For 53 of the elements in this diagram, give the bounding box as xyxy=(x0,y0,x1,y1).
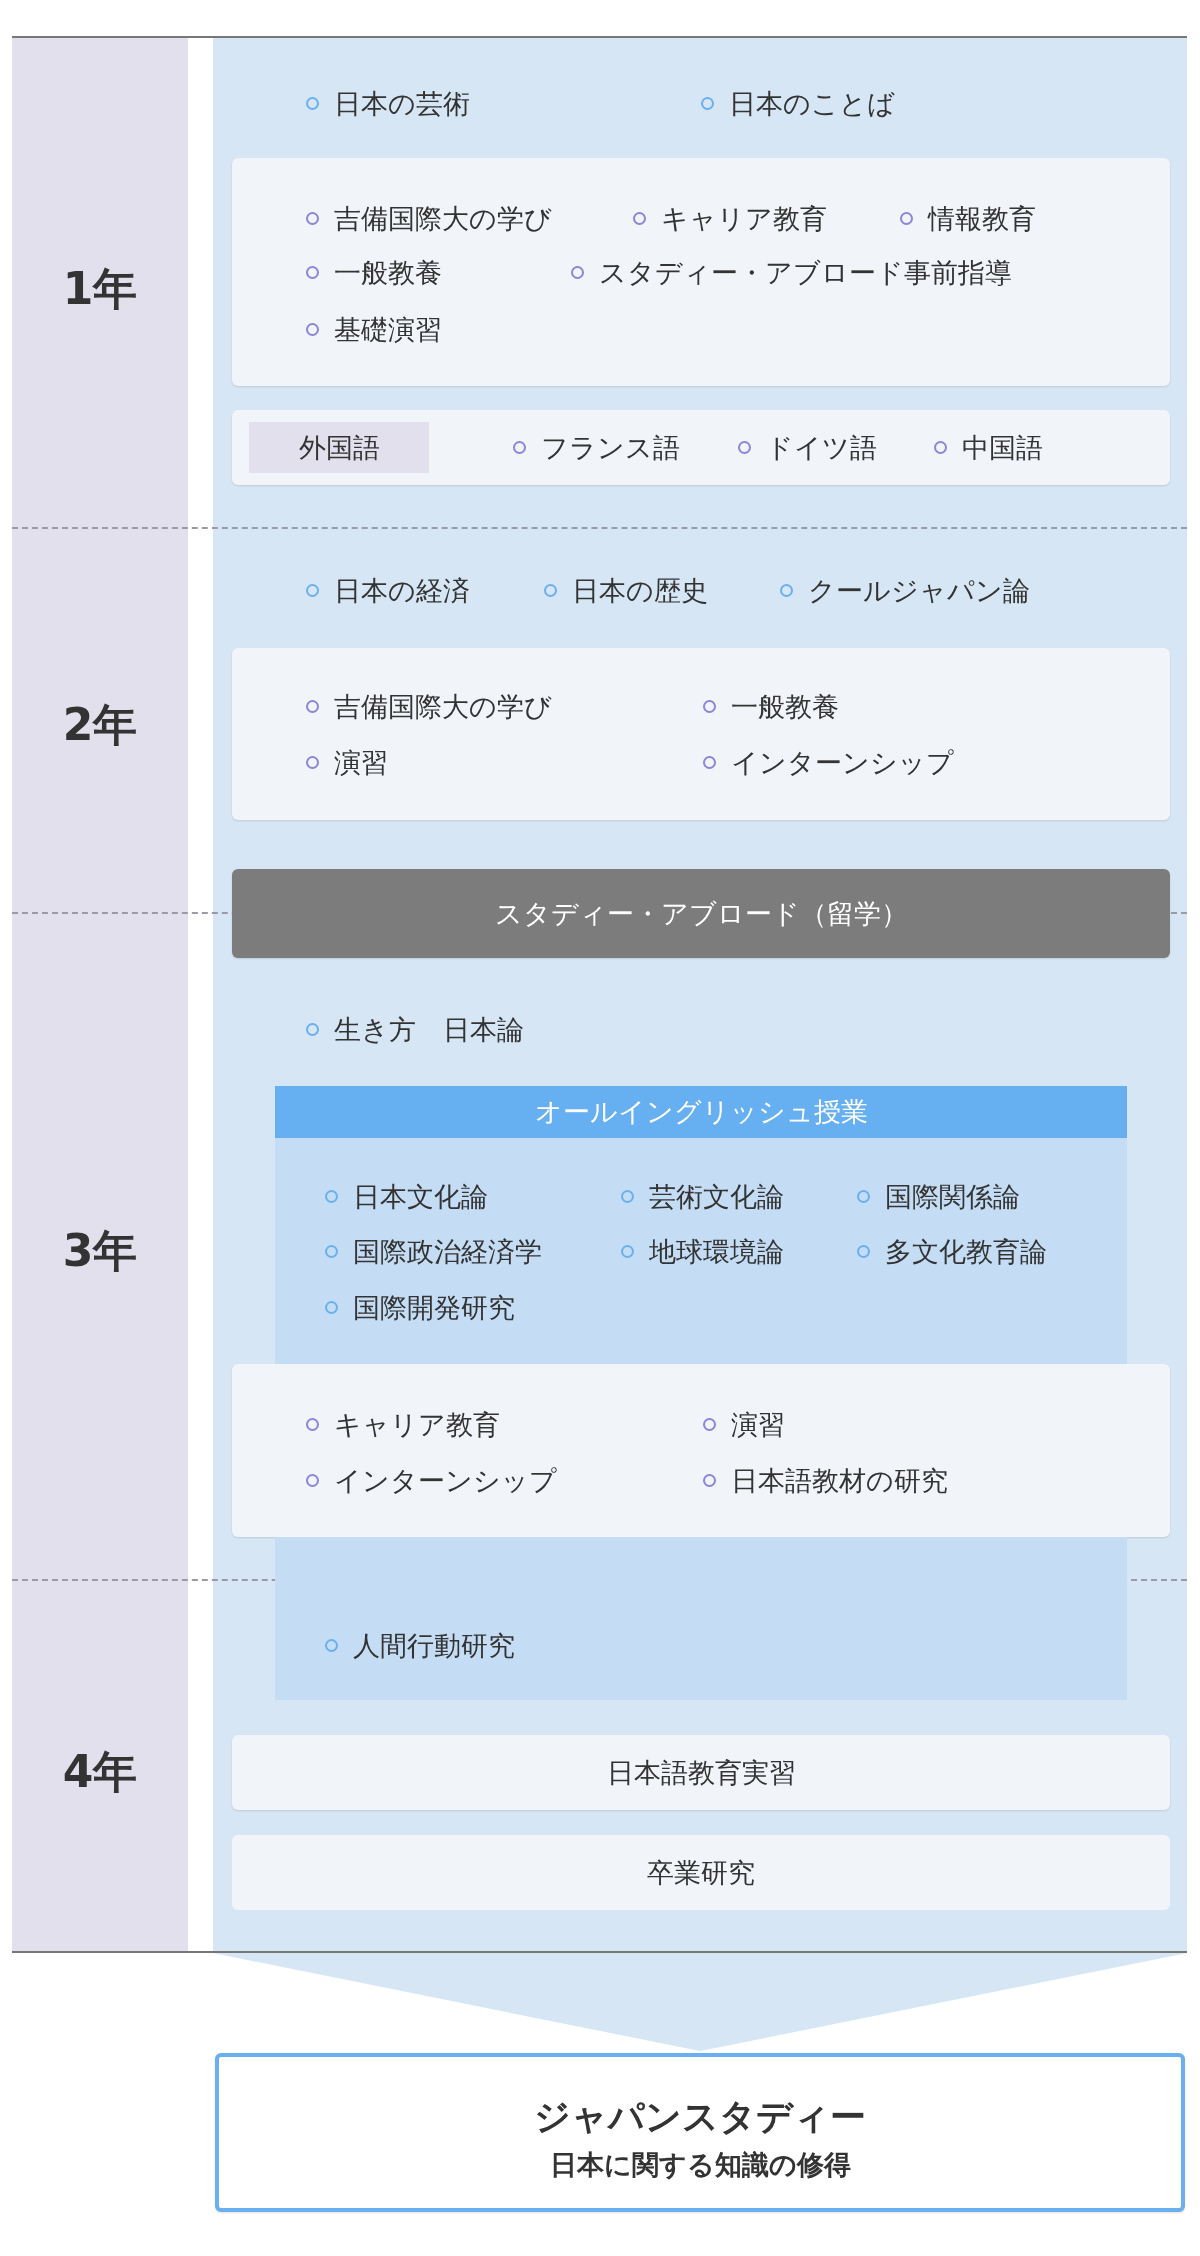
course-name: 演習 xyxy=(703,1407,785,1443)
course-name: 日本文化論 xyxy=(325,1179,488,1215)
course-name: キャリア教育 xyxy=(306,1407,500,1443)
course-card xyxy=(232,648,1170,820)
course-name: 日本の経済 xyxy=(306,573,470,609)
course-name: 吉備国際大の学び xyxy=(306,201,552,237)
course-name: 生き方 日本論 xyxy=(306,1012,524,1048)
course-name: 中国語 xyxy=(934,430,1043,466)
course-name: スタディー・アブロード事前指導 xyxy=(571,255,1012,291)
course-card xyxy=(232,1735,1170,1810)
course-card xyxy=(232,158,1170,386)
course-name: 一般教養 xyxy=(703,689,839,725)
result-title: ジャパンスタディー xyxy=(533,2094,867,2139)
course-name: 演習 xyxy=(306,745,388,781)
course-name: フランス語 xyxy=(513,430,680,466)
course-name: キャリア教育 xyxy=(633,201,827,237)
year-label: 3年 xyxy=(61,1224,139,1278)
course-name: 日本語教育実習 xyxy=(605,1756,797,1790)
english-course-panel xyxy=(275,1537,1127,1700)
course-name: 情報教育 xyxy=(900,201,1036,237)
course-name: 国際政治経済学 xyxy=(325,1234,542,1270)
result-subtitle: 日本に関する知識の修得 xyxy=(548,2148,852,2182)
section-header: オールイングリッシュ授業 xyxy=(275,1086,1127,1138)
course-name: 芸術文化論 xyxy=(621,1179,784,1215)
year-label: 1年 xyxy=(61,262,139,316)
course-name: 吉備国際大の学び xyxy=(306,689,552,725)
year-label: 4年 xyxy=(61,1745,139,1799)
result-box xyxy=(215,2053,1185,2212)
course-name: 基礎演習 xyxy=(306,312,442,348)
course-name: 日本の芸術 xyxy=(306,86,470,122)
course-name: 地球環境論 xyxy=(621,1234,784,1270)
year-label: 2年 xyxy=(61,698,139,752)
course-name: 日本の歴史 xyxy=(544,573,708,609)
course-name: 多文化教育論 xyxy=(857,1234,1047,1270)
english-course-panel xyxy=(275,1086,1127,1364)
course-name: スタディー・アブロード（留学） xyxy=(493,897,909,931)
course-name: インターンシップ xyxy=(703,745,954,781)
chevron-arrow xyxy=(212,1951,1188,2052)
course-name: ドイツ語 xyxy=(738,430,877,466)
course-name: 一般教養 xyxy=(306,255,442,291)
course-name: 国際開発研究 xyxy=(325,1290,515,1326)
course-name: 人間行動研究 xyxy=(325,1628,515,1664)
course-name: 日本のことば xyxy=(701,86,895,122)
course-card xyxy=(232,410,1170,485)
course-name: 卒業研究 xyxy=(646,1856,756,1890)
study-abroad-bar xyxy=(232,869,1170,958)
course-card xyxy=(232,1835,1170,1910)
course-name: 国際関係論 xyxy=(857,1179,1020,1215)
course-name: インターンシップ xyxy=(306,1463,557,1499)
course-name: 外国語 xyxy=(297,431,381,465)
course-name: クールジャパン論 xyxy=(780,573,1030,609)
course-card xyxy=(232,1364,1170,1537)
course-name: 日本語教材の研究 xyxy=(703,1463,948,1499)
